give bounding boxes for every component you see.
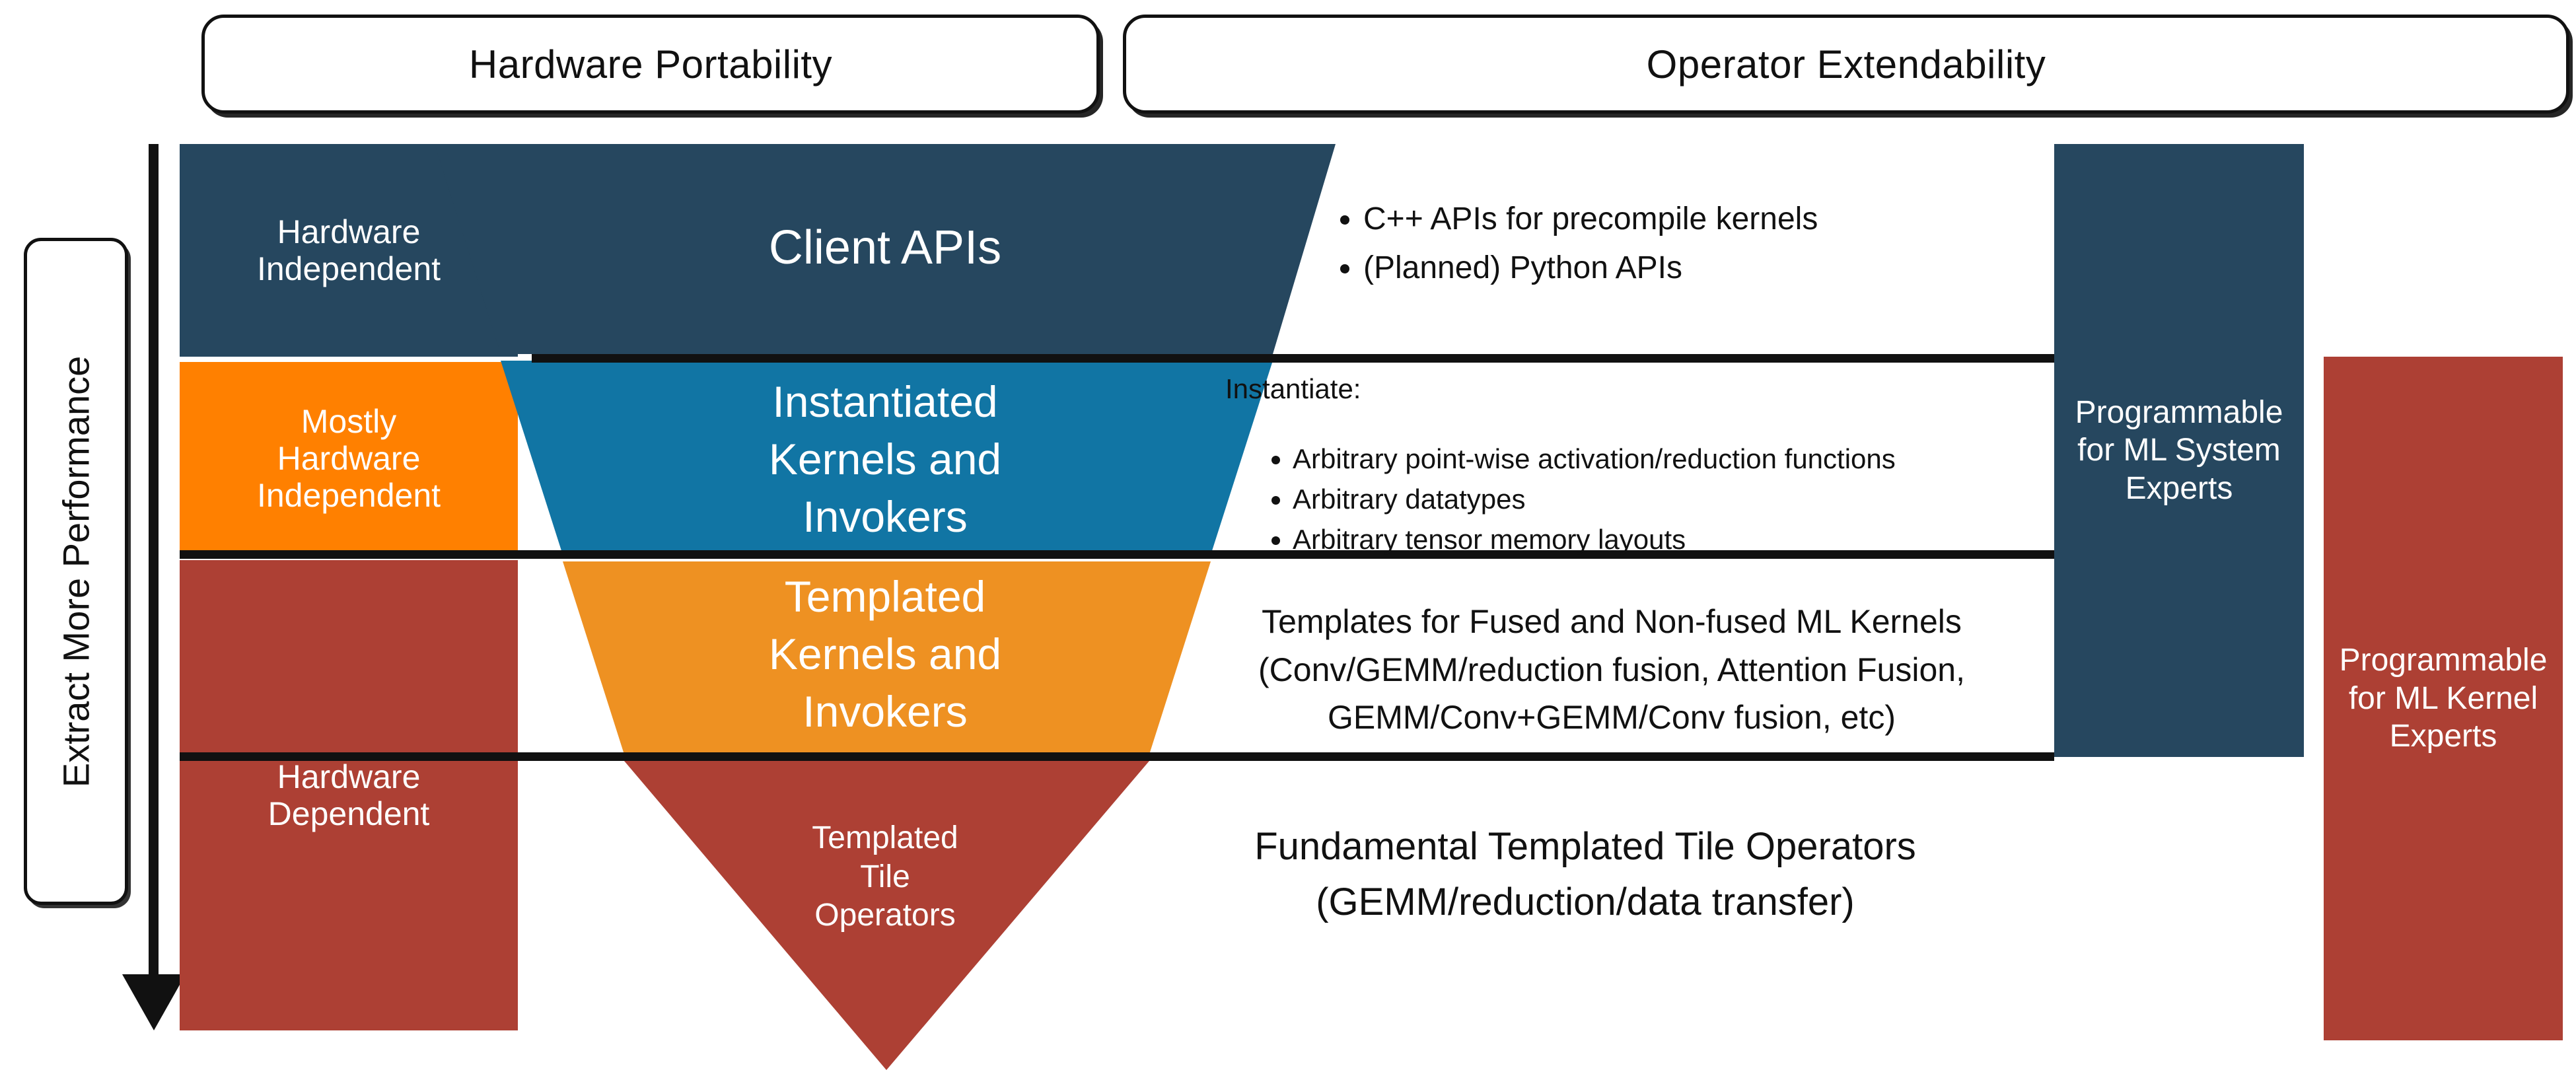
funnel-segment-templated-tile-operators [624,761,1149,1070]
header-pill-hardware-portability: Hardware Portability [201,15,1100,114]
funnel-segment-templated-kernels [563,561,1211,754]
bullet-list: C++ APIs for precompile kernels(Planned)… [1328,195,2028,293]
bullet-item: (Planned) Python APIs [1363,244,2028,293]
down-arrow-shaft [149,144,159,983]
bullet-list: Arbitrary point-wise activation/reductio… [1258,439,2051,560]
down-arrow-icon [122,974,186,1030]
divider-line-1 [532,354,2054,363]
instantiate-heading: Instantiate: [1225,373,1361,404]
divider-line-2 [180,550,2054,559]
instantiate-bullet-list: Arbitrary point-wise activation/reductio… [1258,439,2051,560]
bullet-item: Arbitrary datatypes [1293,480,2051,520]
funnel-svg [435,144,1336,1070]
header-pill-operator-extendability: Operator Extendability [1123,15,2569,114]
templates-description: Templates for Fused and Non-fused ML Ker… [1258,603,1965,736]
header-pill-label: Operator Extendability [1646,42,2046,87]
funnel-segment-instantiated-kernels [501,361,1273,555]
bullet-item: C++ APIs for precompile kernels [1363,195,2028,244]
bullet-item: Arbitrary tensor memory layouts [1293,520,2051,560]
bullet-item: Arbitrary point-wise activation/reductio… [1293,439,2051,480]
performance-axis-box: Extract More Performance [24,238,128,905]
fundamental-operators-description: Fundamental Templated Tile Operators(GEM… [1254,825,1916,924]
performance-axis-label: Extract More Performance [55,355,97,787]
divider-line-3 [180,752,2054,761]
funnel-segment-client-apis [435,144,1336,354]
header-pill-label: Hardware Portability [468,42,833,87]
client-api-bullet-list: C++ APIs for precompile kernels(Planned)… [1328,195,2028,293]
